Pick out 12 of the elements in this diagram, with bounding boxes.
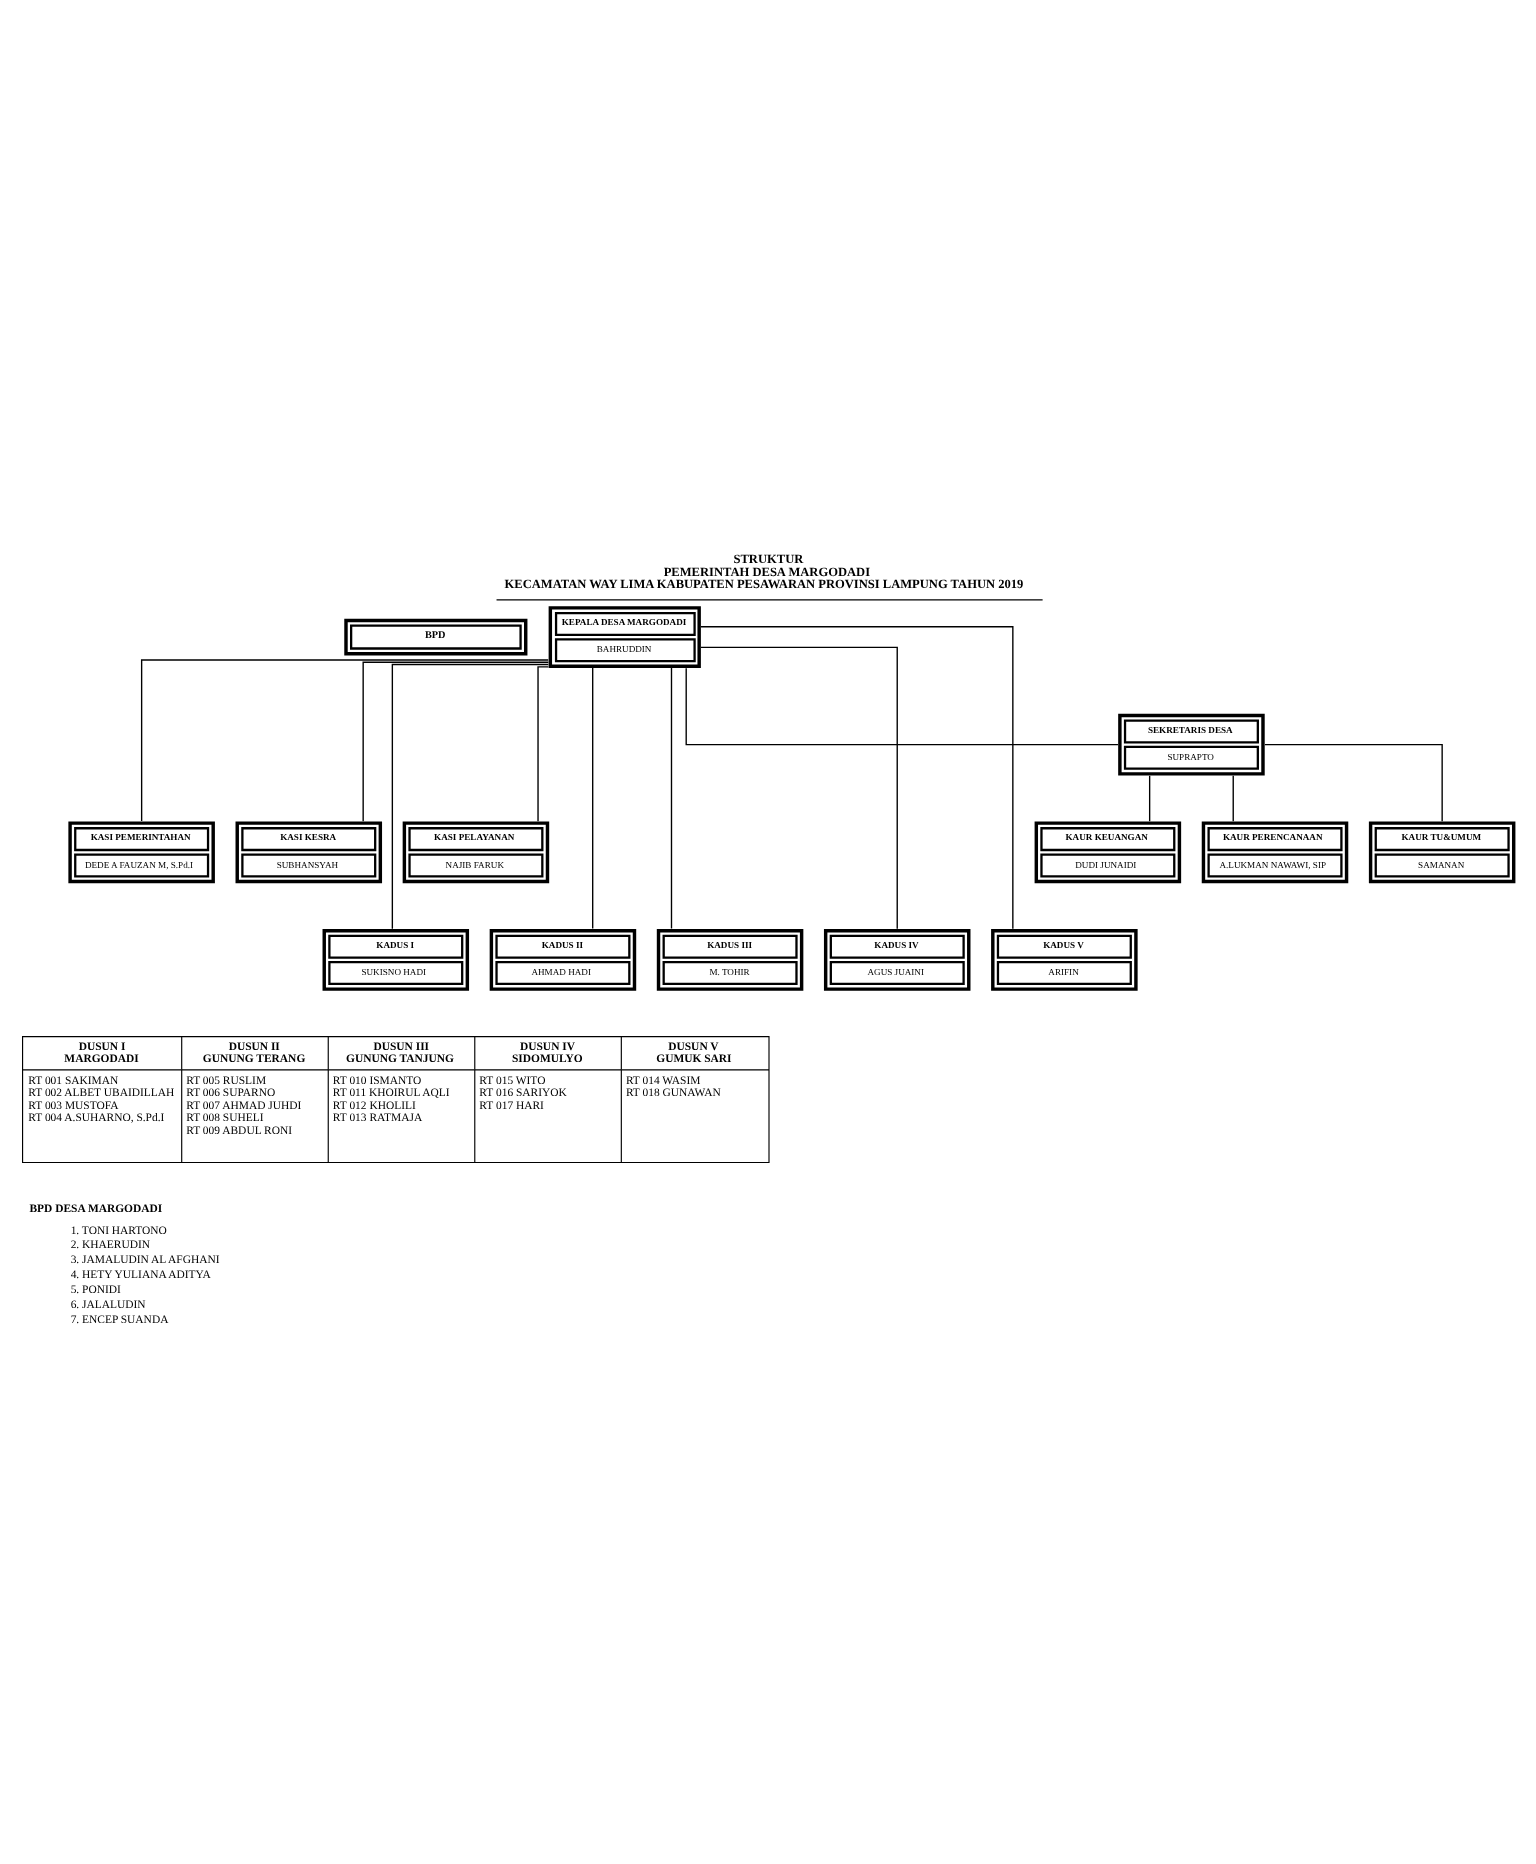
connector [699, 625, 1013, 929]
connector [139, 658, 548, 821]
connector [669, 666, 672, 929]
connector [591, 666, 593, 929]
connector [684, 666, 1118, 745]
connector [699, 645, 897, 929]
connector [1263, 743, 1442, 821]
connector [390, 662, 549, 929]
connector [1231, 774, 1233, 821]
connector [536, 665, 548, 821]
connector [1147, 774, 1150, 821]
connector [361, 660, 549, 821]
